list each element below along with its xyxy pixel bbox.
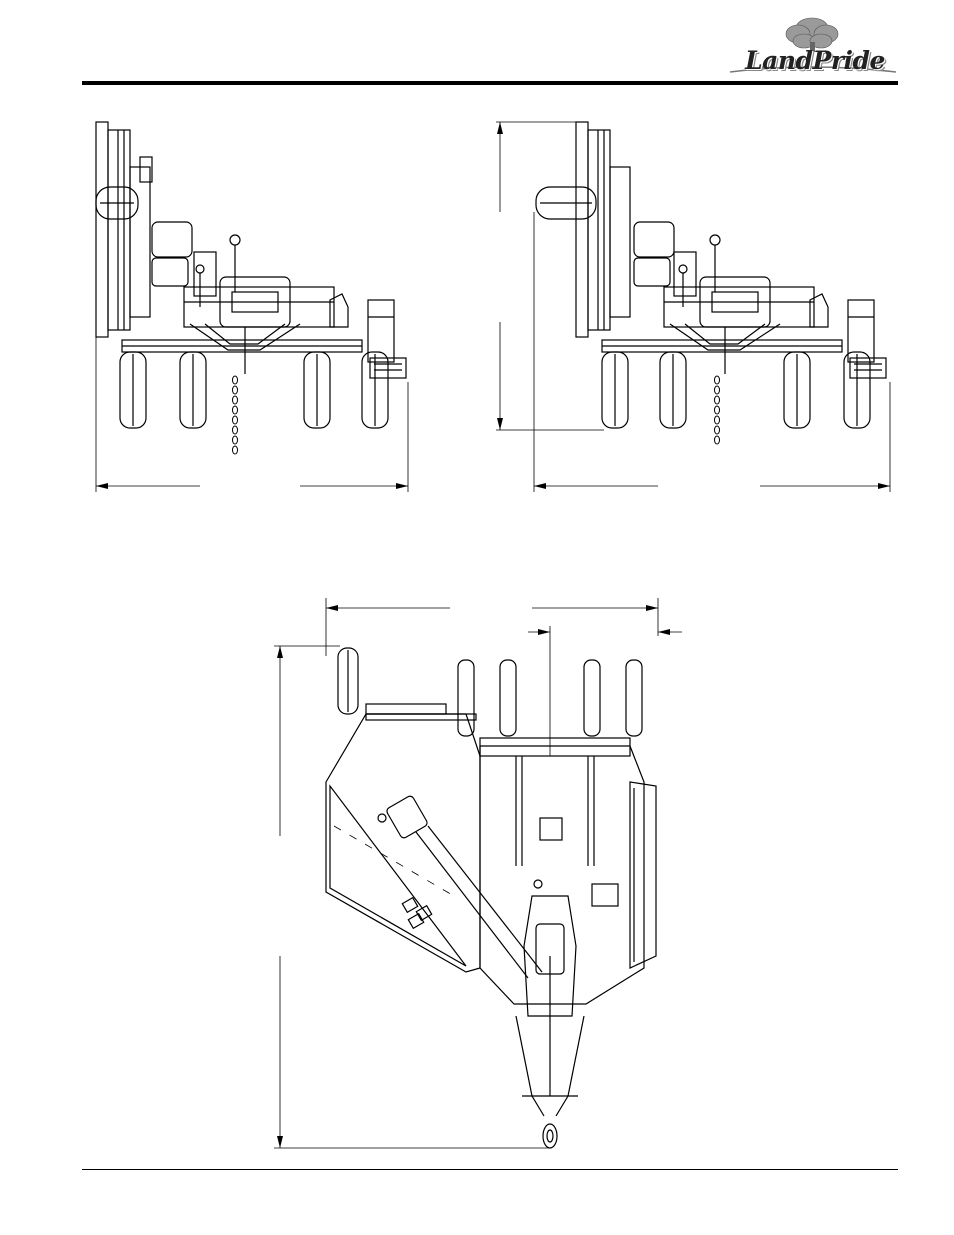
header-rule bbox=[82, 81, 898, 85]
rear-view-drawing-left bbox=[80, 112, 420, 497]
brand-wordmark: LandPride bbox=[732, 46, 898, 75]
rear-view-drawing-right bbox=[488, 112, 898, 497]
footer-rule bbox=[82, 1169, 898, 1170]
brand-logo: LandPride bbox=[724, 14, 900, 80]
top-view-drawing bbox=[270, 596, 690, 1156]
